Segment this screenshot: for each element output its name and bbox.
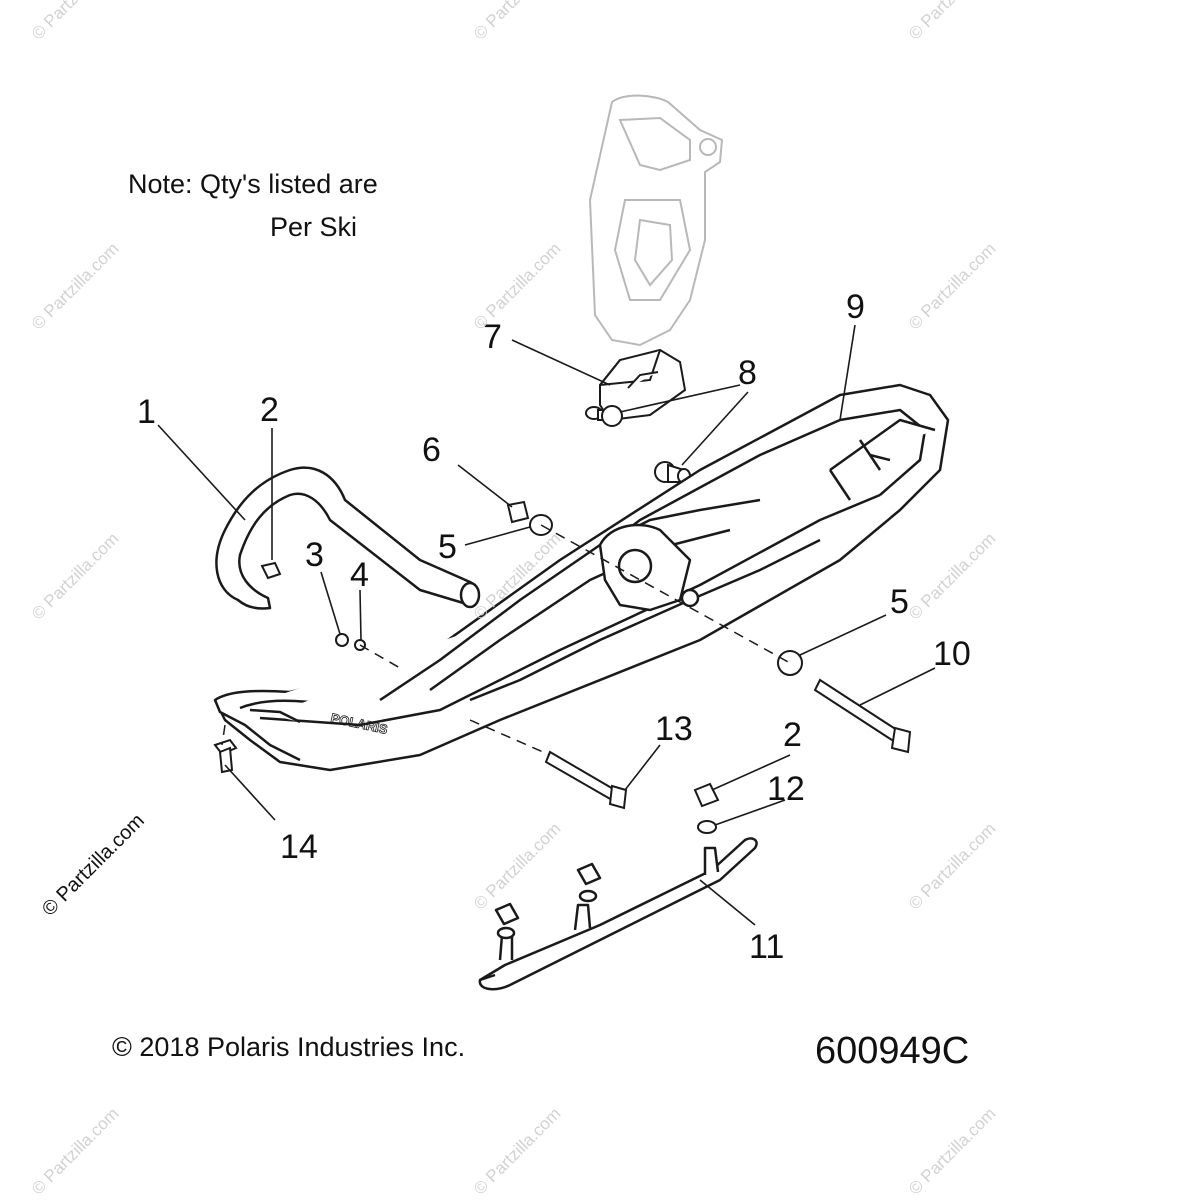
nut-2-a xyxy=(260,561,282,580)
callout-7: 7 xyxy=(483,318,502,356)
bolt-10 xyxy=(813,678,902,744)
washer-5-b xyxy=(777,650,803,676)
note-line-1: Note: Qty's listed are xyxy=(128,169,378,199)
bolt-6 xyxy=(506,500,530,524)
assembly-dashed-lines xyxy=(221,524,791,756)
hardware xyxy=(213,500,912,834)
ski-body xyxy=(213,383,950,772)
nut-3 xyxy=(335,633,349,647)
callout-2-b: 2 xyxy=(783,716,802,754)
callout-3: 3 xyxy=(305,536,324,574)
bushings xyxy=(585,405,691,484)
carbide-runner-part xyxy=(478,837,758,991)
callout-14: 14 xyxy=(280,828,318,866)
washer-12 xyxy=(697,820,717,834)
callout-6: 6 xyxy=(422,431,441,469)
spindle-ghost xyxy=(588,94,724,347)
callout-13: 13 xyxy=(655,710,693,748)
copyright-text: © 2018 Polaris Industries Inc. xyxy=(112,1032,466,1062)
leader-lines xyxy=(157,324,936,926)
callout-5-a: 5 xyxy=(438,528,457,566)
callout-12: 12 xyxy=(767,770,805,808)
callout-5-b: 5 xyxy=(890,583,909,621)
callout-4: 4 xyxy=(350,556,369,594)
bolt-13 xyxy=(544,750,617,802)
callout-9: 9 xyxy=(846,288,865,326)
callout-10: 10 xyxy=(933,635,971,673)
callout-8: 8 xyxy=(738,354,757,392)
callout-11: 11 xyxy=(749,928,785,966)
nut-2-b xyxy=(693,782,720,808)
callout-1: 1 xyxy=(137,393,156,431)
callout-2: 2 xyxy=(260,391,279,429)
note-line-2: Per Ski xyxy=(270,212,358,242)
diagram-number: 600949C xyxy=(815,1030,970,1072)
bolt-14 xyxy=(213,738,238,756)
